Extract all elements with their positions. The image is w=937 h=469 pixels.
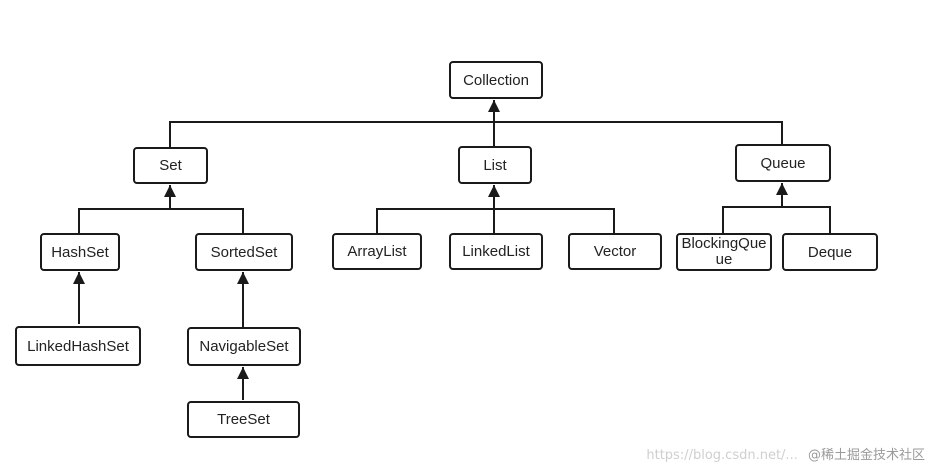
- node-blockingqueue[interactable]: BlockingQueue: [676, 233, 772, 271]
- watermark: https://blog.csdn.net/... @稀土掘金技术社区: [646, 444, 925, 463]
- arrowhead-queue: [776, 183, 788, 195]
- node-deque[interactable]: Deque: [782, 233, 878, 271]
- node-sortedset[interactable]: SortedSet: [195, 233, 293, 271]
- watermark-brand: @稀土掘金技术社区: [807, 448, 925, 463]
- connector-list-bus: [376, 208, 615, 233]
- arrowhead-navigableset: [237, 367, 249, 379]
- connector-queue-bus: [722, 206, 831, 233]
- node-set[interactable]: Set: [133, 147, 208, 184]
- node-hashset[interactable]: HashSet: [40, 233, 120, 271]
- node-queue[interactable]: Queue: [735, 144, 831, 182]
- node-treeset[interactable]: TreeSet: [187, 401, 300, 438]
- arrowhead-list: [488, 185, 500, 197]
- node-navigableset[interactable]: NavigableSet: [187, 327, 301, 366]
- node-arraylist[interactable]: ArrayList: [332, 233, 422, 270]
- arrowhead-set: [164, 185, 176, 197]
- connector-set-bus: [78, 208, 244, 233]
- node-linkedhashset[interactable]: LinkedHashSet: [15, 326, 141, 366]
- node-vector[interactable]: Vector: [568, 233, 662, 270]
- arrowhead-sortedset: [237, 272, 249, 284]
- arrowhead-collection: [488, 100, 500, 112]
- node-linkedlist[interactable]: LinkedList: [449, 233, 543, 270]
- node-collection[interactable]: Collection: [449, 61, 543, 99]
- node-list[interactable]: List: [458, 146, 532, 184]
- arrowhead-hashset: [73, 272, 85, 284]
- connector-collection-bus: [169, 121, 783, 147]
- watermark-url: https://blog.csdn.net/...: [646, 448, 798, 463]
